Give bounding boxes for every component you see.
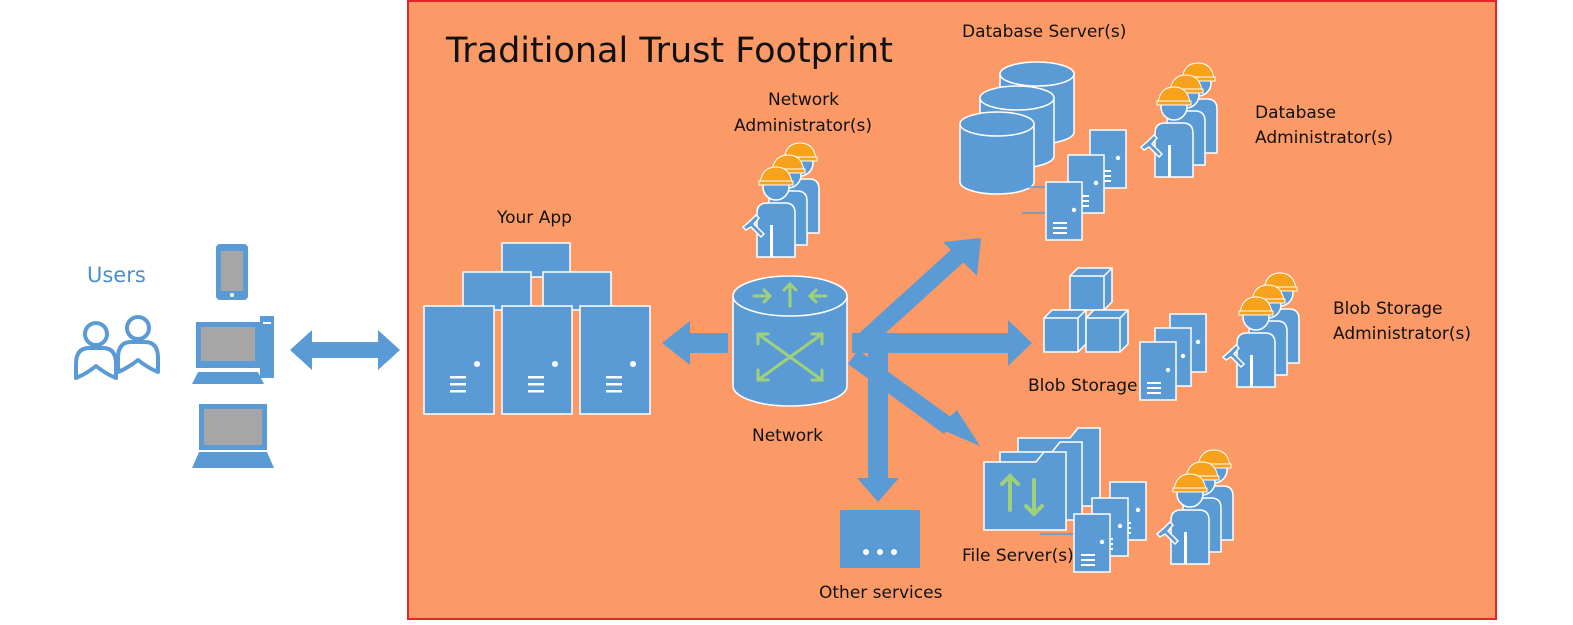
database-admin-label-line1: Database: [1255, 103, 1337, 123]
database-servers-label: Database Server(s): [962, 22, 1127, 42]
network-router-icon: [732, 275, 848, 407]
network-to-app-arrow: [662, 321, 728, 365]
users-label: Users: [87, 263, 146, 287]
database-admin-label-line2: Administrator(s): [1255, 128, 1394, 148]
other-services-label: Other services: [819, 583, 943, 603]
blob-admin-label-line1: Blob Storage: [1333, 299, 1443, 319]
network-label: Network: [752, 426, 823, 446]
network-fanout-arrows: [848, 238, 1032, 502]
users-icon: [74, 315, 160, 380]
blob-storage-label: Blob Storage: [1028, 376, 1138, 396]
users-app-arrow: [290, 330, 400, 370]
other-services-icon: [840, 510, 920, 568]
blob-admin-label-line2: Administrator(s): [1333, 324, 1472, 344]
laptop-icon: [192, 404, 274, 468]
phone-icon: [216, 244, 248, 300]
desktop-icon: [192, 316, 274, 384]
diagram-title: Traditional Trust Footprint: [446, 31, 893, 71]
your-app-label: Your App: [497, 208, 572, 228]
database-icon: [959, 61, 1127, 241]
network-admin-label-line2: Administrator(s): [734, 116, 873, 136]
network-admin-label-line1: Network: [768, 90, 839, 110]
file-server-icon: [983, 427, 1147, 573]
file-servers-label: File Server(s): [962, 546, 1074, 566]
server-farm-icon: [423, 242, 651, 415]
